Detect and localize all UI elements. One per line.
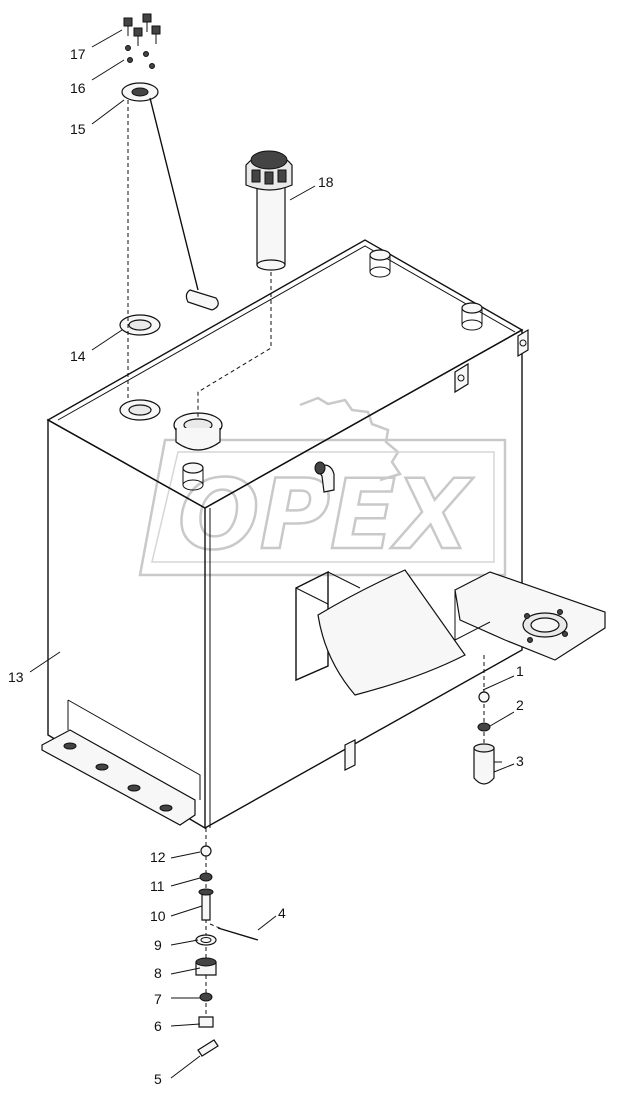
filler-breather [197,150,293,418]
callout-16: 16 [70,80,86,96]
callout-5: 5 [154,1071,162,1087]
hydraulic-tank [41,239,606,830]
watermark-frame [138,438,507,577]
callout-10: 10 [150,908,166,924]
callout-15: 15 [70,121,86,137]
callout-11: 11 [150,878,165,894]
side-drain-parts [473,655,502,785]
callout-12: 12 [150,849,166,865]
callout-18: 18 [318,174,334,190]
callout-8: 8 [154,965,162,981]
callout-2: 2 [516,697,524,713]
callout-14: 14 [70,348,86,364]
watermark-gear [299,396,402,482]
callout-3: 3 [516,753,524,769]
callout-9: 9 [154,937,162,953]
callout-17: 17 [70,46,86,62]
callout-6: 6 [154,1018,162,1034]
callouts: 1 2 3 4 5 6 7 8 9 10 11 12 13 14 15 16 1 [8,29,524,1087]
callout-7: 7 [154,991,162,1007]
callout-13: 13 [8,669,24,685]
bottom-drain-parts [195,828,259,1057]
watermark-frame-inner [151,451,495,563]
callout-1: 1 [516,663,524,679]
callout-4: 4 [278,905,286,921]
level-gauge [119,13,219,400]
